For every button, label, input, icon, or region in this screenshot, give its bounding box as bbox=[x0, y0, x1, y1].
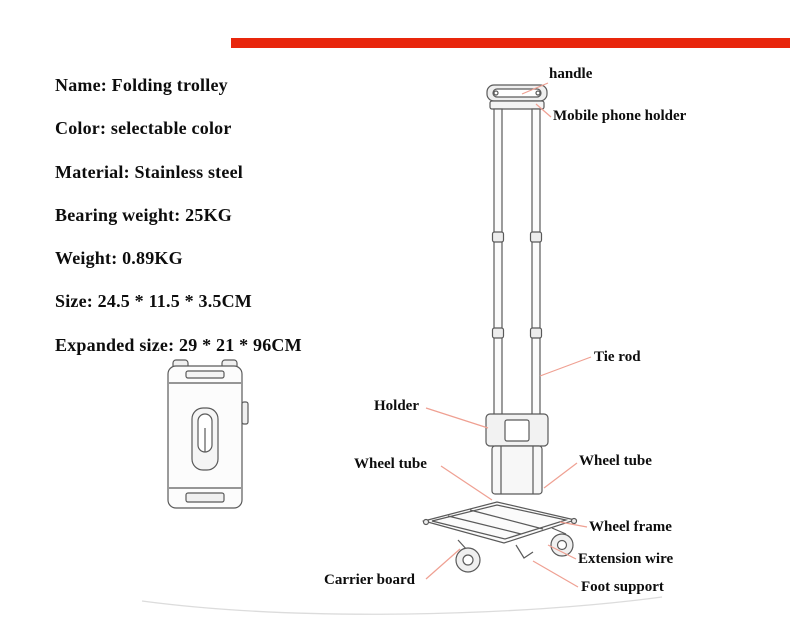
leader-wheel-tube-right bbox=[543, 462, 578, 489]
label-handle: handle bbox=[549, 66, 593, 82]
right-wheel-part bbox=[550, 527, 574, 557]
folded-trolley-drawing bbox=[167, 359, 249, 509]
label-wheel-tube-left: Wheel tube bbox=[354, 456, 427, 472]
leader-holder bbox=[425, 407, 489, 429]
leader-lines bbox=[425, 82, 592, 588]
label-holder: Holder bbox=[374, 398, 419, 414]
spec-name: Name: Folding trolley bbox=[55, 75, 228, 95]
spec-bearing-weight: Bearing weight: 25KG bbox=[55, 204, 232, 225]
leader-extension-wire bbox=[547, 544, 577, 560]
spec-material: Material: Stainless steel bbox=[55, 161, 243, 182]
holder-part bbox=[485, 413, 549, 447]
spec-size: Size: 24.5 * 11.5 * 3.5CM bbox=[55, 291, 252, 312]
left-wheel-part bbox=[455, 539, 481, 573]
label-carrier-board: Carrier board bbox=[324, 572, 415, 588]
spec-list: Name: Folding trolley Color: selectable … bbox=[55, 64, 385, 367]
leader-mobile-phone-holder bbox=[535, 103, 552, 118]
leader-carrier-board bbox=[425, 548, 461, 580]
handle-part bbox=[486, 84, 548, 110]
foot-support-part bbox=[515, 544, 534, 559]
leader-wheel-frame bbox=[559, 521, 588, 528]
label-mobile-phone-holder: Mobile phone holder bbox=[553, 108, 687, 124]
label-wheel-frame: Wheel frame bbox=[589, 519, 672, 535]
top-accent-bar bbox=[231, 38, 790, 48]
expanded-trolley-drawing bbox=[421, 84, 578, 573]
leader-wheel-tube-left bbox=[440, 465, 493, 501]
label-foot-support: Foot support bbox=[581, 579, 664, 595]
leader-handle bbox=[521, 82, 549, 95]
leader-tie-rod bbox=[539, 356, 592, 377]
spec-color: Color: selectable color bbox=[55, 118, 232, 139]
spec-weight: Weight: 0.89KG bbox=[55, 248, 183, 269]
label-tie-rod: Tie rod bbox=[594, 349, 641, 365]
leader-foot-support bbox=[532, 560, 579, 588]
bottom-swoosh-line bbox=[141, 596, 663, 615]
spec-expanded-size: Expanded size: 29 * 21 * 96CM bbox=[55, 334, 302, 355]
label-extension-wire: Extension wire bbox=[578, 551, 674, 567]
carrier-board-part bbox=[421, 501, 578, 544]
wheel-tube-part bbox=[491, 445, 543, 495]
tie-rod-part bbox=[491, 108, 543, 416]
label-wheel-tube-right: Wheel tube bbox=[579, 453, 652, 469]
